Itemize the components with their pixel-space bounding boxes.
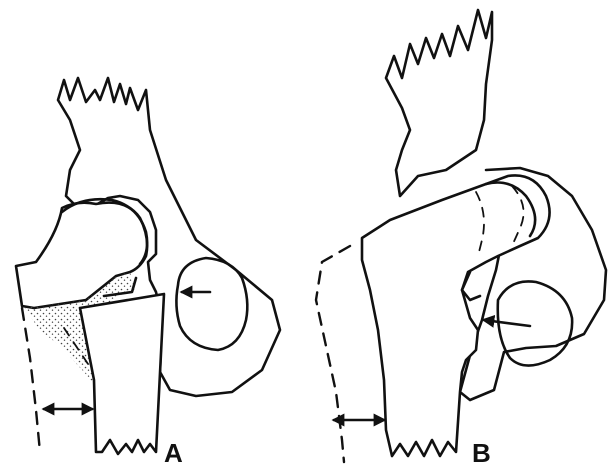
dashed-outline-b: [316, 246, 350, 462]
panel-b: B: [316, 10, 606, 468]
dashed-outline-a: [22, 308, 40, 452]
panel-label-a: A: [164, 438, 183, 468]
femoral-head-b: [362, 175, 550, 456]
panel-label-b: B: [472, 438, 491, 468]
femoral-shaft-a: [80, 294, 164, 454]
pelvis-b: [386, 10, 492, 196]
obturator-foramen-a: [176, 258, 247, 350]
arrow-foramen-b: [484, 320, 530, 326]
panel-a: A: [16, 78, 280, 468]
